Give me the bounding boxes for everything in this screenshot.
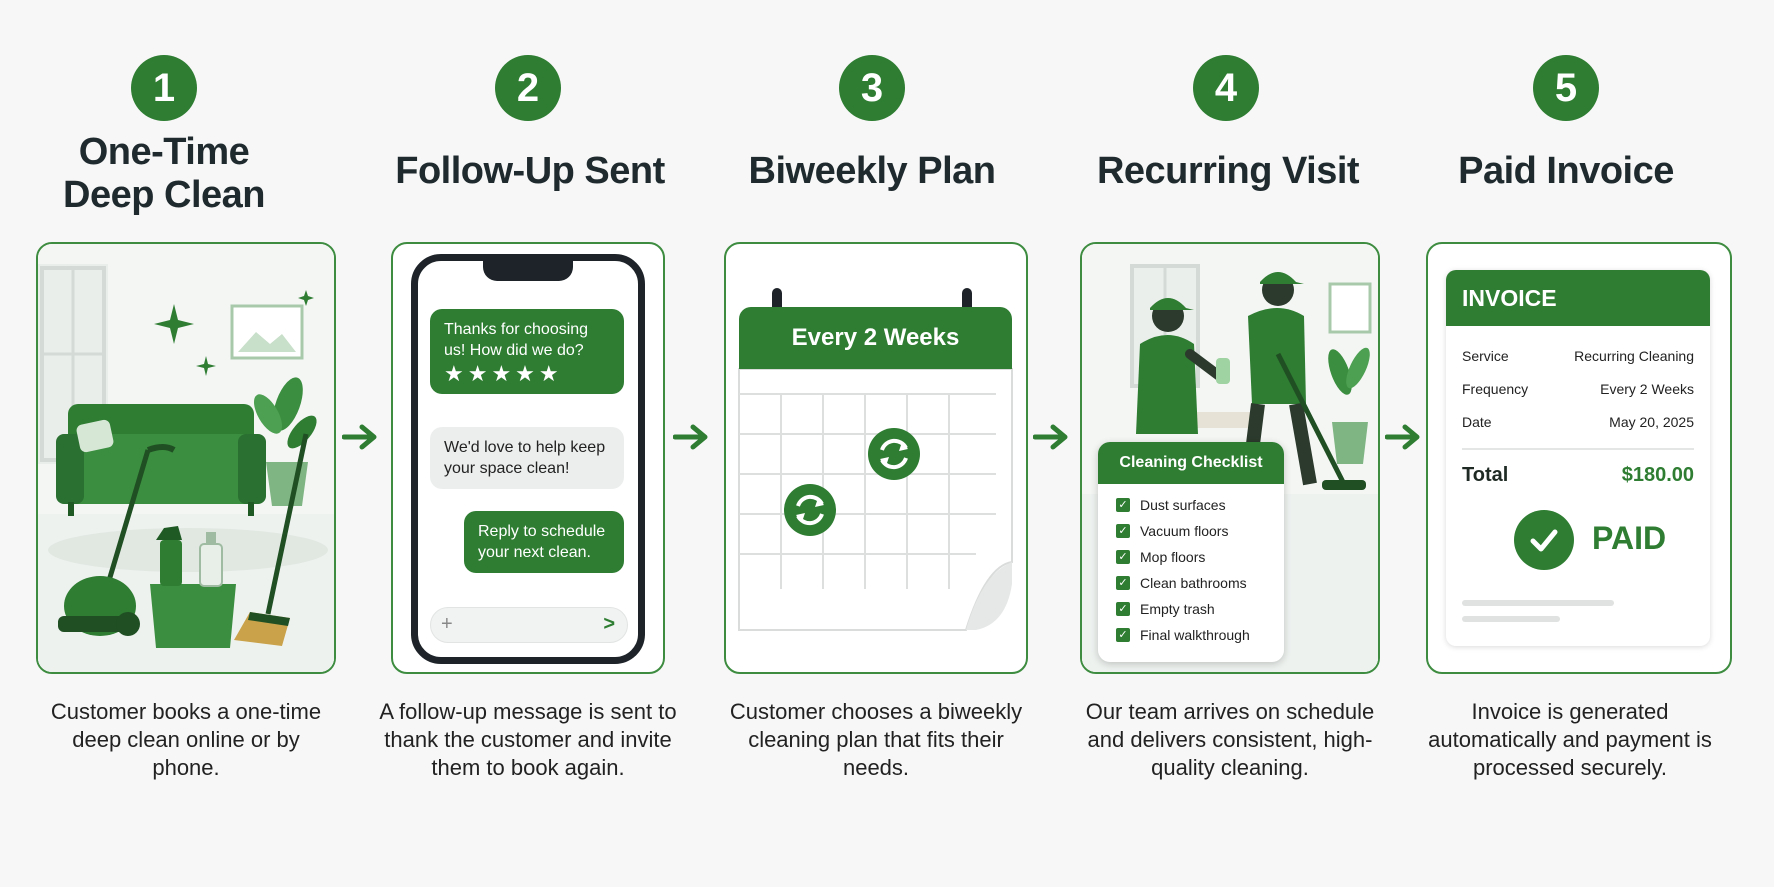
invoice-total: Total $180.00 (1462, 464, 1694, 487)
repeat-icon (784, 484, 836, 536)
calendar-header: Every 2 Weeks (739, 307, 1012, 369)
arrow-right-icon (673, 424, 708, 450)
message-bubble-reply: Reply to schedule your next clean. (464, 511, 624, 573)
step-2-description: A follow-up message is sent to thank the… (379, 699, 677, 780)
invoice-title: INVOICE (1446, 270, 1710, 326)
step-1-number: 1 (131, 55, 197, 121)
calendar-illustration (738, 288, 1013, 631)
step-5-description: Invoice is generated automatically and p… (1428, 699, 1712, 780)
arrow-right-icon (1033, 424, 1068, 450)
arrow-right-icon (342, 424, 377, 450)
checklist-item[interactable]: ✓Final walkthrough (1098, 622, 1284, 648)
arrow-right-icon (1385, 424, 1420, 450)
feedback-text: Thanks for choosing us! How did we do? (444, 321, 589, 359)
step-4-number: 4 (1193, 55, 1259, 121)
step-2-card: Thanks for choosing us! How did we do? ★… (391, 242, 665, 674)
cleaning-checklist: Cleaning Checklist ✓Dust surfaces ✓Vacuu… (1098, 442, 1284, 662)
step-3-number: 3 (839, 55, 905, 121)
checklist-item[interactable]: ✓Dust surfaces (1098, 492, 1284, 518)
checklist-item[interactable]: ✓Mop floors (1098, 544, 1284, 570)
checkbox-checked-icon[interactable]: ✓ (1116, 576, 1130, 590)
plus-icon[interactable]: + (441, 613, 453, 635)
placeholder-line (1462, 600, 1614, 606)
phone-notch (483, 259, 573, 281)
message-input[interactable]: + > (430, 607, 628, 643)
checkbox-checked-icon[interactable]: ✓ (1116, 550, 1130, 564)
paid-status: PAID (1592, 520, 1667, 556)
checklist-title: Cleaning Checklist (1098, 442, 1284, 484)
checkbox-checked-icon[interactable]: ✓ (1116, 602, 1130, 616)
checklist-item[interactable]: ✓Clean bathrooms (1098, 570, 1284, 596)
checkbox-checked-icon[interactable]: ✓ (1116, 498, 1130, 512)
living-room-cleaning-illustration (38, 244, 334, 672)
step-3-description: Customer chooses a biweekly cleaning pla… (729, 699, 1023, 780)
step-4-title: Recurring Visit (1096, 150, 1360, 192)
step-3-card: Every 2 Weeks (724, 242, 1028, 674)
step-3-title: Biweekly Plan (748, 150, 996, 192)
placeholder-line (1462, 616, 1560, 622)
step-1-card (36, 242, 336, 674)
message-bubble-rebook: We'd love to help keep your space clean! (430, 427, 624, 489)
step-1-title: One-Time Deep Clean (4, 131, 324, 217)
step-2-title: Follow-Up Sent (395, 150, 665, 192)
checkbox-checked-icon[interactable]: ✓ (1116, 524, 1130, 538)
checkbox-checked-icon[interactable]: ✓ (1116, 628, 1130, 642)
total-value: $180.00 (1621, 464, 1694, 486)
step-2-number: 2 (495, 55, 561, 121)
step-1-title-line1: One-Time (78, 131, 250, 173)
feedback-bubble: Thanks for choosing us! How did we do? ★… (430, 309, 624, 394)
checklist-item[interactable]: ✓Empty trash (1098, 596, 1284, 622)
step-1-title-line2: Deep Clean (63, 174, 265, 216)
step-5-title: Paid Invoice (1458, 150, 1674, 192)
checklist-item[interactable]: ✓Vacuum floors (1098, 518, 1284, 544)
invoice-divider (1462, 448, 1694, 450)
step-4-card: Cleaning Checklist ✓Dust surfaces ✓Vacuu… (1080, 242, 1380, 674)
phone-mockup: Thanks for choosing us! How did we do? ★… (411, 254, 645, 664)
repeat-icon (868, 428, 920, 480)
send-icon[interactable]: > (603, 613, 615, 635)
step-5-number: 5 (1533, 55, 1599, 121)
checkmark-icon (1514, 510, 1574, 570)
step-1-description: Customer books a one-time deep clean onl… (50, 699, 322, 780)
step-4-description: Our team arrives on schedule and deliver… (1085, 699, 1375, 780)
total-label: Total (1462, 464, 1509, 486)
star-rating-icon: ★★★★★ (444, 361, 563, 386)
